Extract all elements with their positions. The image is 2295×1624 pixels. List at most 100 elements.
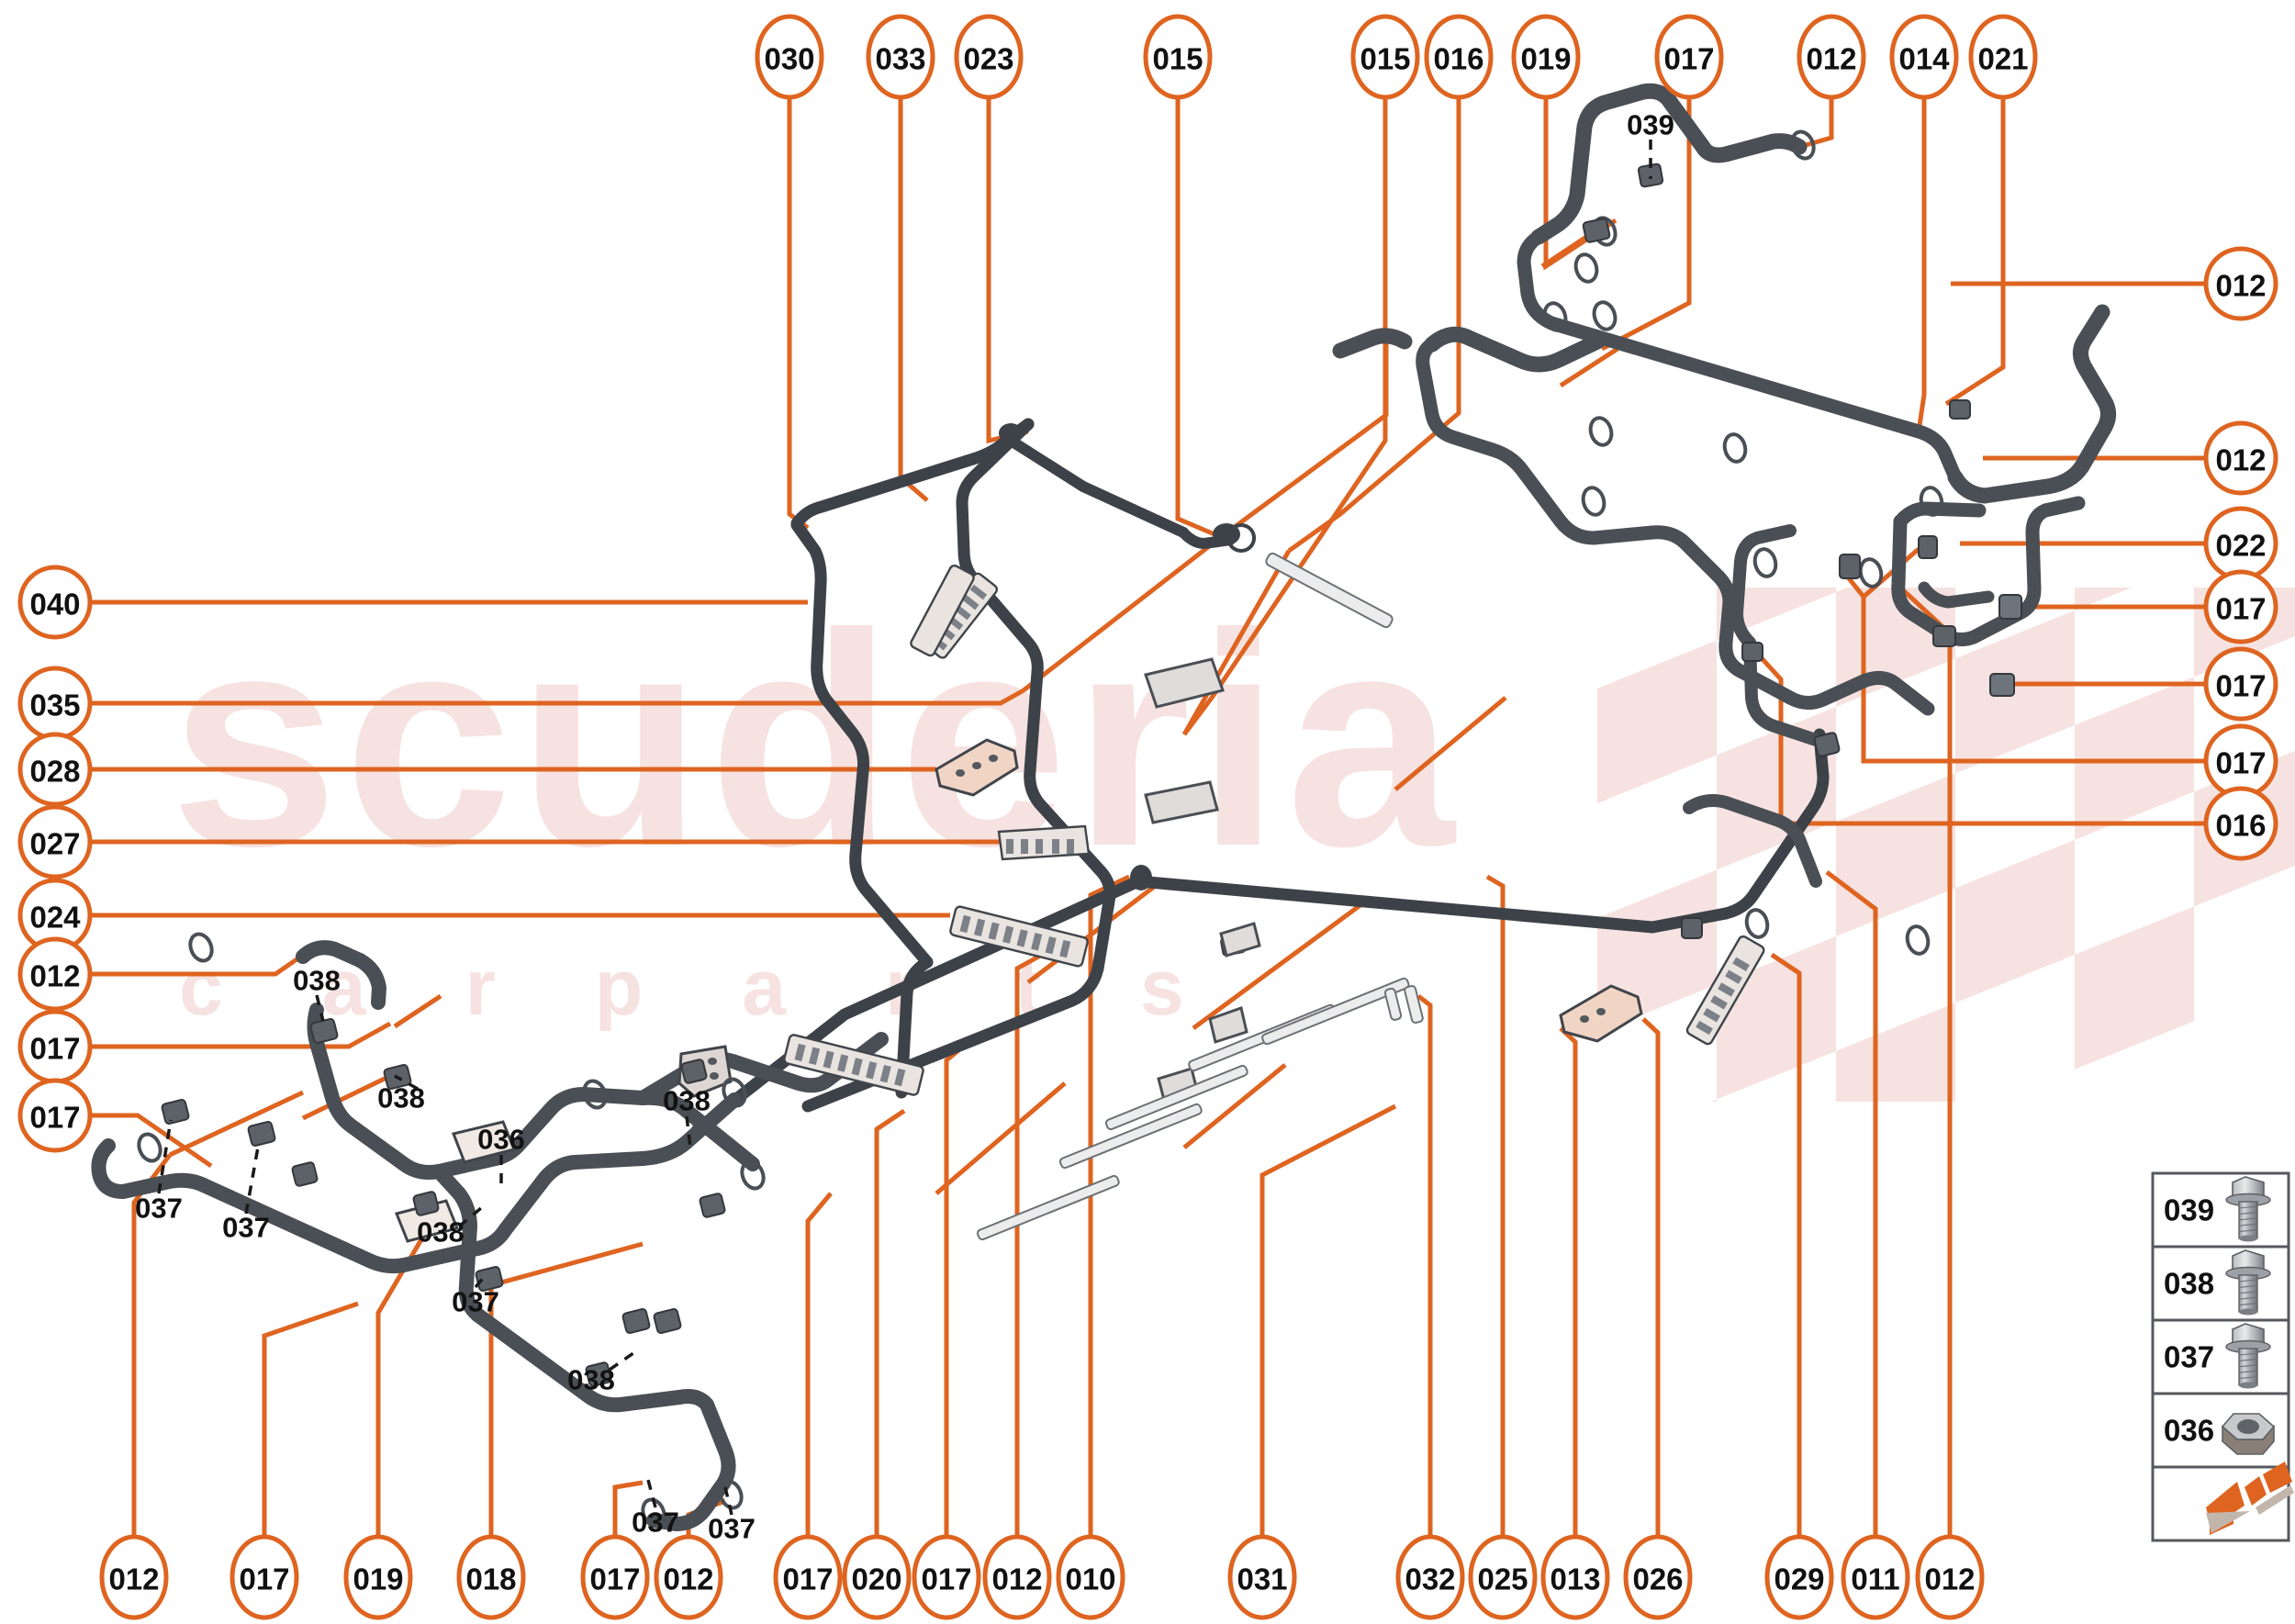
callout-bubble[interactable]: 017	[773, 1534, 843, 1620]
callout-outline[interactable]	[1227, 1534, 1297, 1620]
callout-outline[interactable]	[1511, 14, 1581, 100]
callout-bubble[interactable]: 031	[1227, 1534, 1297, 1620]
callout-bubble[interactable]: 019	[343, 1534, 413, 1620]
callout-outline[interactable]	[1540, 1534, 1610, 1620]
callout-bubble[interactable]: 029	[1764, 1534, 1834, 1620]
callout-bubble[interactable]: 018	[456, 1534, 526, 1620]
callout-bubble[interactable]: 010	[1056, 1534, 1125, 1620]
callout-outline[interactable]	[1968, 14, 2038, 100]
callout-label: 017	[29, 1101, 80, 1135]
callout-bubble[interactable]: 032	[1395, 1534, 1465, 1620]
callout-outline[interactable]	[17, 804, 93, 879]
callout-outline[interactable]	[230, 1534, 299, 1620]
callout-outline[interactable]	[456, 1534, 526, 1620]
hose-clamp-icon	[1226, 523, 1257, 553]
callout-outline[interactable]	[1764, 1534, 1834, 1620]
callout-bubble[interactable]: 015	[1350, 14, 1420, 100]
direction-arrow-icon	[2206, 1462, 2294, 1535]
callout-bubble[interactable]: 019	[1511, 14, 1581, 100]
clip-026	[1559, 984, 1643, 1043]
callout-bubble[interactable]: 011	[1841, 1534, 1910, 1620]
callout-outline[interactable]	[1889, 14, 1959, 100]
callout-outline[interactable]	[1654, 14, 1724, 100]
callout-outline[interactable]	[580, 1534, 650, 1620]
legend-row[interactable]	[2151, 1318, 2290, 1395]
callout-bubble[interactable]: 014	[1889, 14, 1959, 100]
callout-outline[interactable]	[1797, 14, 1866, 100]
callout-bubble[interactable]: 017	[580, 1534, 650, 1620]
callout-bubble[interactable]: 033	[866, 14, 935, 100]
callout-outline[interactable]	[99, 1534, 169, 1620]
callout-bubble[interactable]: 013	[1540, 1534, 1610, 1620]
callout-bubble[interactable]: 012	[2203, 420, 2278, 496]
callout-outline[interactable]	[2203, 569, 2278, 644]
callout-outline[interactable]	[654, 1534, 723, 1620]
callout-bubble[interactable]: 012	[2203, 246, 2278, 321]
callout-outline[interactable]	[982, 1534, 1052, 1620]
callout-outline[interactable]	[1143, 14, 1213, 100]
callout-bubble[interactable]: 025	[1468, 1534, 1538, 1620]
callout-outline[interactable]	[2203, 786, 2278, 861]
callout-bubble[interactable]: 012	[17, 936, 93, 1012]
callout-bubble[interactable]: 015	[1143, 14, 1213, 100]
callout-outline[interactable]	[1623, 1534, 1693, 1620]
callout-outline[interactable]	[1915, 1534, 1985, 1620]
callout-outline[interactable]	[2203, 646, 2278, 722]
callout-bubble[interactable]: 012	[1915, 1534, 1985, 1620]
callout-outline[interactable]	[1841, 1534, 1910, 1620]
callout-bubble[interactable]: 017	[2203, 569, 2278, 644]
callout-bubble[interactable]: 016	[1424, 14, 1494, 100]
callout-outline[interactable]	[1395, 1534, 1465, 1620]
callout-outline[interactable]	[842, 1534, 912, 1620]
callout-outline[interactable]	[866, 14, 935, 100]
callout-outline[interactable]	[954, 14, 1024, 100]
callout-bubble[interactable]: 017	[912, 1534, 981, 1620]
flange-bolt-icon	[2225, 1323, 2271, 1389]
callout-outline[interactable]	[17, 732, 93, 807]
callout-bubble[interactable]: 012	[1797, 14, 1866, 100]
callout-outline[interactable]	[2203, 420, 2278, 496]
callout-outline[interactable]	[1056, 1534, 1125, 1620]
legend-row[interactable]	[2151, 1245, 2290, 1322]
callout-bubble[interactable]: 017	[17, 1009, 93, 1084]
callout-bubble[interactable]: 017	[17, 1078, 93, 1153]
callout-outline[interactable]	[912, 1534, 981, 1620]
line-end-fitting	[1130, 865, 1152, 890]
callout-bubble[interactable]: 026	[1623, 1534, 1693, 1620]
inline-part-label: 038	[417, 1216, 465, 1249]
callout-bubble[interactable]: 017	[1654, 14, 1724, 100]
callout-outline[interactable]	[343, 1534, 413, 1620]
callout-bubble[interactable]: 035	[17, 666, 93, 741]
callout-bubble[interactable]: 012	[654, 1534, 723, 1620]
callout-outline[interactable]	[1468, 1534, 1538, 1620]
callout-outline[interactable]	[17, 565, 93, 640]
callout-outline[interactable]	[773, 1534, 843, 1620]
callout-outline[interactable]	[1350, 14, 1420, 100]
callout-outline[interactable]	[1424, 14, 1494, 100]
callout-bubble[interactable]: 021	[1968, 14, 2038, 100]
callout-bubble[interactable]: 017	[230, 1534, 299, 1620]
callout-bubble[interactable]: 016	[2203, 786, 2278, 861]
callout-bubble[interactable]: 028	[17, 732, 93, 807]
callout-outline[interactable]	[755, 14, 824, 100]
callout-outline[interactable]	[2203, 246, 2278, 321]
callout-bubble[interactable]: 012	[99, 1534, 169, 1620]
callout-bubble[interactable]: 040	[17, 565, 93, 640]
callout-bubble[interactable]: 012	[982, 1534, 1052, 1620]
inline-dash-leaders	[157, 140, 1652, 1516]
callout-bubble[interactable]: 020	[842, 1534, 912, 1620]
callout-bubble[interactable]: 027	[17, 804, 93, 879]
callout-bubble[interactable]: 017	[2203, 646, 2278, 722]
callout-bubble[interactable]: 024	[17, 878, 93, 953]
callout-outline[interactable]	[17, 1078, 93, 1153]
callout-bubble[interactable]: 023	[954, 14, 1024, 100]
callout-bubble[interactable]: 017	[2203, 723, 2278, 799]
callout-bubble[interactable]: 030	[755, 14, 824, 100]
callout-outline[interactable]	[17, 936, 93, 1012]
